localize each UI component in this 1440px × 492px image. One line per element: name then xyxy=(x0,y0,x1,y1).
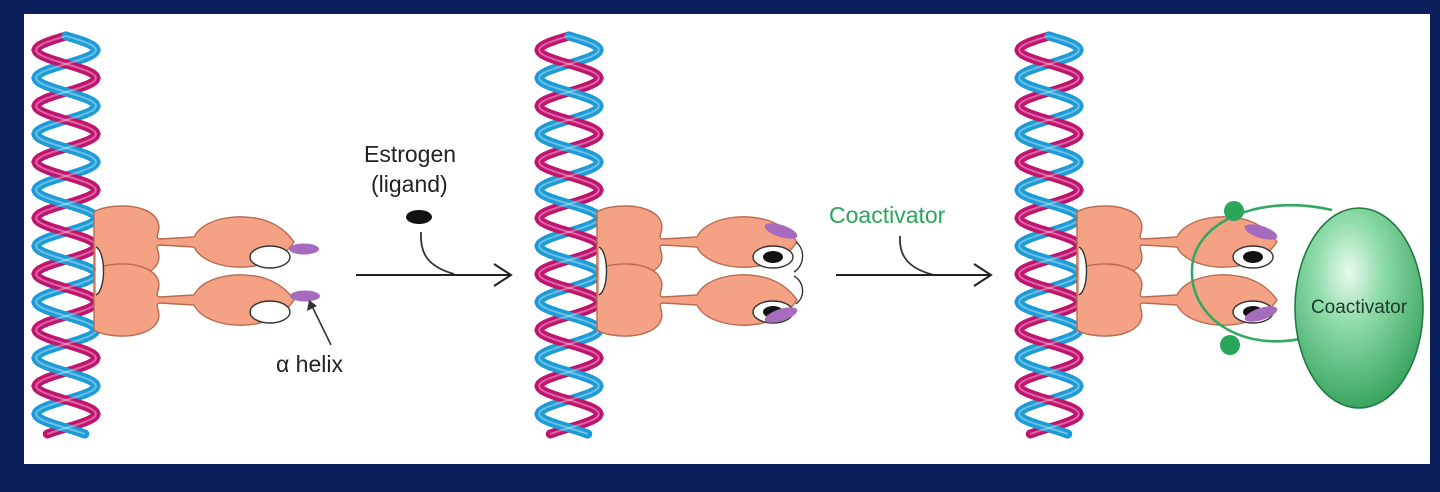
coactivator-binding-site-top xyxy=(1224,201,1244,221)
receptor-monomer-top-2 xyxy=(596,205,798,279)
receptor-dimer-3 xyxy=(1076,205,1278,337)
alpha-helix-bottom xyxy=(290,290,320,302)
receptor-dimer-2 xyxy=(596,205,804,337)
dna-strand-highlight xyxy=(537,35,601,435)
dna-helix-3 xyxy=(1014,31,1084,439)
coactivator-entry-curve xyxy=(899,235,935,276)
ligand-pocket-empty xyxy=(249,300,291,324)
alpha-helix-folded-bottom xyxy=(1244,306,1278,322)
estrogen-label: Estrogen xyxy=(364,141,456,167)
receptor-monomer-bottom-1 xyxy=(93,263,295,337)
dna-strand-blue-front xyxy=(535,31,604,439)
dna-strand-highlight xyxy=(34,35,98,435)
dna-strand-blue-front xyxy=(32,31,101,439)
dna-strand-magenta xyxy=(31,31,101,439)
dna-helix-2 xyxy=(534,31,604,439)
alpha-helix-folded-top xyxy=(764,223,798,239)
dna-strand-highlight xyxy=(537,35,601,435)
coactivator-tether xyxy=(1190,203,1333,343)
dna-strand-highlight xyxy=(1017,35,1081,435)
coactivator-protein-label: Coactivator xyxy=(1311,297,1408,318)
alpha-helix-folded-bottom xyxy=(764,307,798,323)
reaction-arrow-2-head xyxy=(973,263,993,287)
reaction-arrow-1-head xyxy=(493,263,513,287)
estrogen-bound-icon xyxy=(1243,251,1263,263)
dna-strand-blue-front xyxy=(1015,31,1084,439)
dna-strand-magenta xyxy=(1014,31,1084,439)
dna-strand-highlight xyxy=(34,35,98,435)
ligand-label: (ligand) xyxy=(371,171,448,197)
coactivator-complex: Coactivator xyxy=(1190,201,1424,409)
receptor-monomer-top-1 xyxy=(93,205,295,279)
alpha-helix-top xyxy=(289,243,319,255)
diagram-canvas: α helix Estrogen (ligand) Coactivator xyxy=(31,31,1424,439)
coactivator-arrow-label: Coactivator xyxy=(829,202,946,228)
diagram-panel: α helix Estrogen (ligand) Coactivator xyxy=(24,14,1430,464)
ligand-pocket-empty xyxy=(249,245,291,269)
estrogen-entry-curve xyxy=(420,231,455,275)
alpha-helix-pointer xyxy=(310,303,332,346)
alpha-helix-folded-top xyxy=(1244,224,1278,240)
receptor-monomer-bottom-3 xyxy=(1076,263,1278,337)
alpha-helix-label: α helix xyxy=(276,351,343,377)
coactivator-protein xyxy=(1294,207,1424,409)
alpha-helix-pointer-head xyxy=(307,300,317,311)
estrogen-molecule-icon xyxy=(406,210,432,224)
dna-helix-1 xyxy=(31,31,101,439)
dna-strand-highlight xyxy=(1017,35,1081,435)
dna-strand-magenta xyxy=(534,31,604,439)
receptor-dimer-1 xyxy=(93,205,320,337)
coactivator-binding-site-bottom xyxy=(1220,335,1240,355)
estrogen-bound-icon xyxy=(763,251,783,263)
receptor-monomer-top-3 xyxy=(1076,205,1278,279)
receptor-monomer-bottom-2 xyxy=(596,263,798,337)
